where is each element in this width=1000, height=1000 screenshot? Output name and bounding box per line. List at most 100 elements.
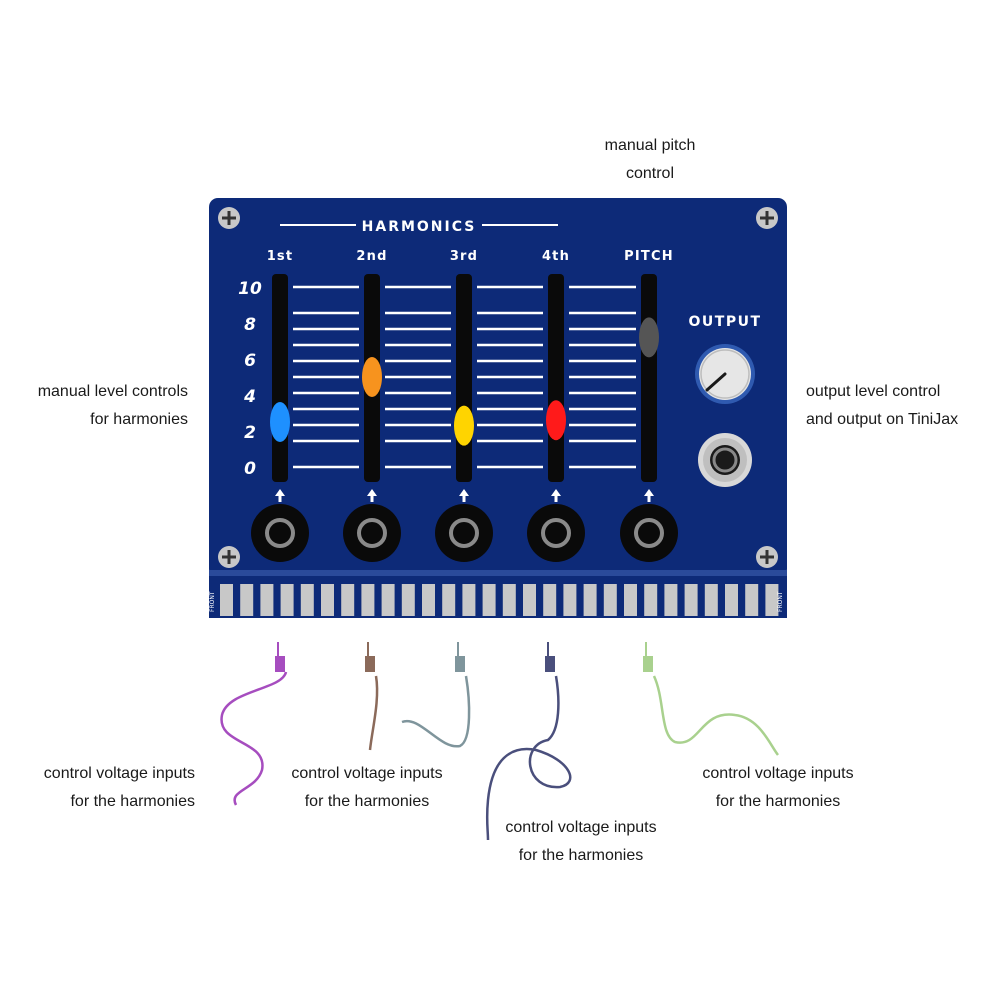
scale-number: 4: [243, 387, 256, 407]
patch-plug-icon: [643, 642, 653, 672]
patch-plug-icon: [275, 642, 285, 672]
scale-number: 0: [244, 459, 256, 479]
output-label: OUTPUT: [689, 314, 762, 330]
cable-3: [401, 642, 471, 748]
cv-callout-2-line2: for the harmonies: [304, 793, 430, 810]
slider-knob[interactable]: [270, 402, 290, 442]
connector-pin: [381, 584, 395, 616]
front-label-left: FRONT: [209, 591, 216, 612]
arrow-up-icon: [275, 489, 285, 502]
screw-icon: [756, 207, 778, 229]
arrow-up-icon: [367, 489, 377, 502]
connector-pin: [563, 584, 577, 616]
levels-callout-line1: manual level controls: [37, 383, 188, 400]
slider-knob[interactable]: [639, 317, 659, 358]
screw-icon: [756, 546, 778, 568]
front-label-right: FRONT: [777, 591, 784, 612]
output-callout: output level control and output on TiniJ…: [806, 378, 996, 434]
slider-knob[interactable]: [362, 357, 382, 397]
slider-label: 3rd: [450, 249, 478, 264]
cv-callout-3: control voltage inputs for the harmonies: [484, 814, 678, 870]
tick-lines: [293, 285, 636, 469]
cable-wire: [401, 675, 471, 748]
connector-pin: [220, 584, 233, 616]
connector-pin: [280, 584, 294, 616]
connector-pin: [341, 584, 355, 616]
connector-divider: [209, 570, 787, 576]
slider-label: PITCH: [624, 249, 674, 264]
patch-cables: [220, 642, 779, 841]
arrow-up-icon: [644, 489, 654, 502]
cv-input-jack[interactable]: [527, 504, 585, 562]
cable-1: [220, 642, 288, 806]
slider-label: 4th: [542, 249, 570, 264]
connector-pin: [704, 584, 718, 616]
output-callout-line2: and output on TiniJax: [806, 411, 959, 428]
cv-input-jack[interactable]: [251, 504, 309, 562]
connector-pin: [361, 584, 375, 616]
pitch-callout-line2: control: [625, 165, 675, 182]
cv-callout-2-line1: control voltage inputs: [291, 765, 443, 782]
connector-pin: [321, 584, 334, 616]
arrow-up-icon: [459, 489, 469, 502]
cv-callout-4-line2: for the harmonies: [715, 793, 841, 810]
output-callout-line1: output level control: [806, 383, 941, 400]
cv-input-jack[interactable]: [620, 504, 678, 562]
patch-plug-icon: [365, 642, 375, 672]
connector-pin: [543, 584, 557, 616]
cv-callout-1-line1: control voltage inputs: [43, 765, 195, 782]
slider-knob[interactable]: [454, 405, 474, 446]
cable-wire: [220, 671, 288, 806]
connector-pin: [260, 584, 274, 616]
connector-pin: [603, 584, 617, 616]
connector-pin: [523, 584, 536, 616]
cable-wire: [368, 675, 379, 751]
patch-plug-icon: [455, 642, 465, 672]
panel-title: HARMONICS: [362, 219, 477, 235]
cv-callout-1: control voltage inputs for the harmonies: [10, 760, 195, 816]
connector-pin: [644, 584, 658, 616]
connector-pin: [300, 584, 314, 616]
scale-number: 2: [244, 423, 256, 443]
connector-pin: [462, 584, 476, 616]
connector-pin: [502, 584, 516, 616]
levels-callout: manual level controls for harmonies: [10, 378, 188, 434]
edge-connector: [209, 572, 787, 618]
cable-4: [485, 642, 572, 841]
connector-pin: [664, 584, 678, 616]
output-level-knob[interactable]: [695, 344, 755, 404]
arrow-up-icon: [551, 489, 561, 502]
connector-pin: [624, 584, 637, 616]
patch-plug-icon: [545, 642, 555, 672]
screw-icon: [218, 207, 240, 229]
slider-track: [272, 274, 288, 482]
cv-input-jack[interactable]: [435, 504, 493, 562]
slider-track: [548, 274, 564, 482]
slider-knob[interactable]: [546, 400, 566, 441]
screw-icon: [218, 546, 240, 568]
connector-pins: [220, 584, 779, 616]
cv-input-jack[interactable]: [343, 504, 401, 562]
output-jack[interactable]: [698, 433, 752, 487]
cable-5: [643, 642, 779, 756]
connector-pin: [482, 584, 496, 616]
scale-number: 6: [244, 351, 256, 371]
pitch-callout-line1: manual pitch: [604, 137, 696, 154]
cv-callout-2: control voltage inputs for the harmonies: [270, 760, 464, 816]
slider-label: 2nd: [356, 249, 387, 264]
cv-callout-3-line1: control voltage inputs: [505, 819, 657, 836]
cv-callout-1-line2: for the harmonies: [70, 793, 195, 810]
cv-callout-4-line1: control voltage inputs: [702, 765, 854, 782]
pitch-callout: manual pitch control: [590, 132, 710, 188]
slider-label: 1st: [267, 249, 294, 264]
slider-track: [641, 274, 657, 482]
connector-pin: [422, 584, 435, 616]
scale-number: 10: [238, 279, 262, 299]
connector-pin: [684, 584, 698, 616]
connector-pin: [442, 584, 456, 616]
connector-pin: [765, 584, 779, 616]
cable-wire: [485, 675, 572, 841]
